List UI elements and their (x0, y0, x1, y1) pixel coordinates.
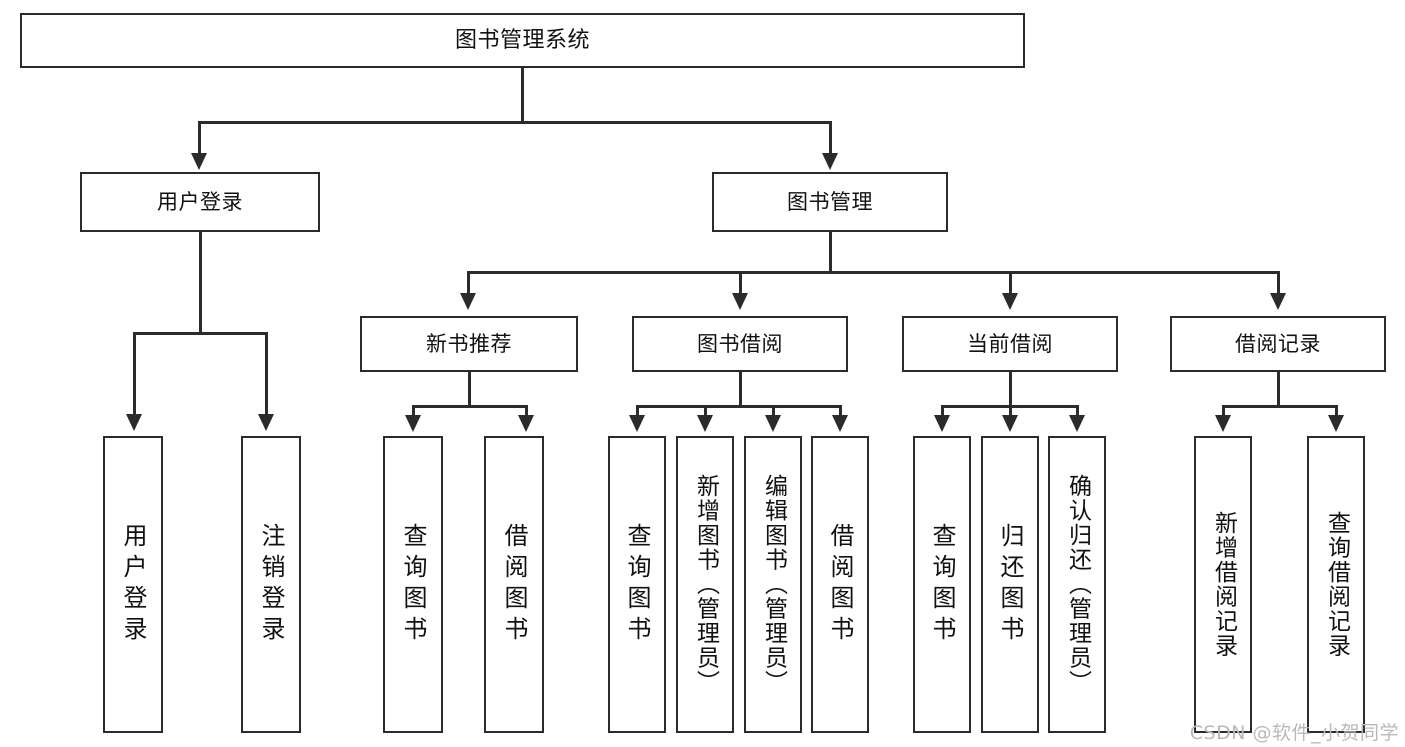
node-book-borrow[interactable]: 图书借阅 (632, 316, 848, 372)
connector-recommend-drop-1 (412, 405, 415, 417)
connector-userlogin-drop-2 (265, 332, 268, 416)
connector-bookmgmt-bar (467, 271, 1278, 274)
leaf-edit-book-admin-label: 编辑图书（管理员） (760, 474, 787, 695)
connector-userlogin-bar (133, 332, 267, 335)
connector-recommend-drop-2 (525, 405, 528, 417)
connector-records-drop-2 (1335, 405, 1338, 417)
arrowhead-current-2 (1002, 415, 1018, 432)
connector-current-trunk (1009, 372, 1012, 407)
node-current-borrow[interactable]: 当前借阅 (902, 316, 1118, 372)
leaf-return-books-label: 归还图书 (996, 522, 1024, 647)
leaf-return-books[interactable]: 归还图书 (981, 436, 1039, 733)
arrowhead-userlogin-2 (258, 414, 274, 431)
arrowhead-bookmgmt-3 (1002, 293, 1018, 310)
connector-borrow-drop-3 (772, 405, 775, 417)
connector-bookmgmt-drop-2 (739, 271, 742, 295)
connector-borrow-trunk (739, 372, 742, 407)
arrowhead-userlogin-1 (126, 414, 142, 431)
leaf-search-borrow-record[interactable]: 查询借阅记录 (1307, 436, 1365, 733)
leaf-search-books-borrow-label: 查询图书 (623, 522, 651, 647)
leaf-user-login-label: 用户登录 (119, 522, 147, 647)
leaf-user-login[interactable]: 用户登录 (103, 436, 163, 733)
arrowhead-borrow-4 (832, 415, 848, 432)
connector-userlogin-trunk (199, 232, 202, 333)
connector-root-bar (198, 121, 831, 124)
leaf-add-borrow-record[interactable]: 新增借阅记录 (1194, 436, 1252, 733)
connector-recommend-trunk (468, 372, 471, 407)
arrowhead-recommend-1 (405, 415, 421, 432)
leaf-search-books-borrow[interactable]: 查询图书 (608, 436, 666, 733)
leaf-edit-book-admin[interactable]: 编辑图书（管理员） (744, 436, 802, 733)
node-root[interactable]: 图书管理系统 (20, 13, 1025, 68)
node-new-book-recommend-label: 新书推荐 (426, 331, 512, 356)
node-book-management[interactable]: 图书管理 (712, 172, 948, 232)
connector-bookmgmt-drop-4 (1277, 271, 1280, 295)
arrowhead-bookmgmt-1 (460, 293, 476, 310)
leaf-borrow-books-recommend[interactable]: 借阅图书 (484, 436, 544, 733)
node-book-management-label: 图书管理 (787, 189, 873, 214)
node-borrow-records[interactable]: 借阅记录 (1170, 316, 1386, 372)
node-book-borrow-label: 图书借阅 (697, 331, 783, 356)
leaf-search-books-recommend[interactable]: 查询图书 (383, 436, 443, 733)
arrowhead-current-3 (1069, 415, 1085, 432)
connector-root-drop-2 (829, 121, 832, 155)
leaf-search-books-current-label: 查询图书 (928, 522, 956, 647)
connector-current-drop-1 (941, 405, 944, 417)
node-user-login[interactable]: 用户登录 (80, 172, 320, 232)
connector-current-drop-2 (1009, 405, 1012, 417)
arrowhead-borrow-3 (765, 415, 781, 432)
arrowhead-root-2 (822, 153, 838, 170)
node-current-borrow-label: 当前借阅 (967, 331, 1053, 356)
arrowhead-borrow-2 (697, 415, 713, 432)
arrowhead-root-1 (191, 153, 207, 170)
arrowhead-records-1 (1215, 415, 1231, 432)
node-borrow-records-label: 借阅记录 (1235, 331, 1321, 356)
arrowhead-bookmgmt-4 (1270, 293, 1286, 310)
leaf-confirm-return-admin-label: 确认归还（管理员） (1064, 474, 1091, 695)
arrowhead-borrow-1 (629, 415, 645, 432)
arrowhead-bookmgmt-2 (732, 293, 748, 310)
connector-root-drop-1 (198, 121, 201, 155)
connector-bookmgmt-drop-3 (1009, 271, 1012, 295)
leaf-search-books-recommend-label: 查询图书 (399, 522, 427, 647)
leaf-search-books-current[interactable]: 查询图书 (913, 436, 971, 733)
arrowhead-current-1 (934, 415, 950, 432)
node-user-login-label: 用户登录 (157, 189, 243, 214)
connector-userlogin-drop-1 (133, 332, 136, 416)
connector-bookmgmt-drop-1 (467, 271, 470, 295)
connector-borrow-drop-2 (704, 405, 707, 417)
connector-borrow-drop-1 (636, 405, 639, 417)
connector-records-bar (1222, 405, 1337, 408)
leaf-borrow-books-recommend-label: 借阅图书 (500, 522, 528, 647)
leaf-borrow-books-label: 借阅图书 (826, 522, 854, 647)
arrowhead-records-2 (1328, 415, 1344, 432)
node-new-book-recommend[interactable]: 新书推荐 (360, 316, 578, 372)
connector-borrow-drop-4 (839, 405, 842, 417)
leaf-borrow-books[interactable]: 借阅图书 (811, 436, 869, 733)
leaf-logout-label: 注销登录 (257, 522, 285, 647)
connector-recommend-bar (412, 405, 527, 408)
leaf-confirm-return-admin[interactable]: 确认归还（管理员） (1048, 436, 1106, 733)
watermark-text: CSDN @软件_小贺同学 (1189, 722, 1399, 744)
arrowhead-recommend-2 (518, 415, 534, 432)
connector-bookmgmt-trunk (829, 232, 832, 273)
leaf-add-borrow-record-label: 新增借阅记录 (1210, 511, 1237, 658)
connector-root-trunk (521, 68, 524, 122)
connector-records-trunk (1277, 372, 1280, 407)
connector-borrow-bar (636, 405, 841, 408)
leaf-search-borrow-record-label: 查询借阅记录 (1323, 511, 1350, 658)
connector-current-drop-3 (1076, 405, 1079, 417)
leaf-add-book-admin[interactable]: 新增图书（管理员） (676, 436, 734, 733)
leaf-logout[interactable]: 注销登录 (241, 436, 301, 733)
node-root-label: 图书管理系统 (454, 27, 590, 53)
leaf-add-book-admin-label: 新增图书（管理员） (692, 474, 719, 695)
connector-records-drop-1 (1222, 405, 1225, 417)
